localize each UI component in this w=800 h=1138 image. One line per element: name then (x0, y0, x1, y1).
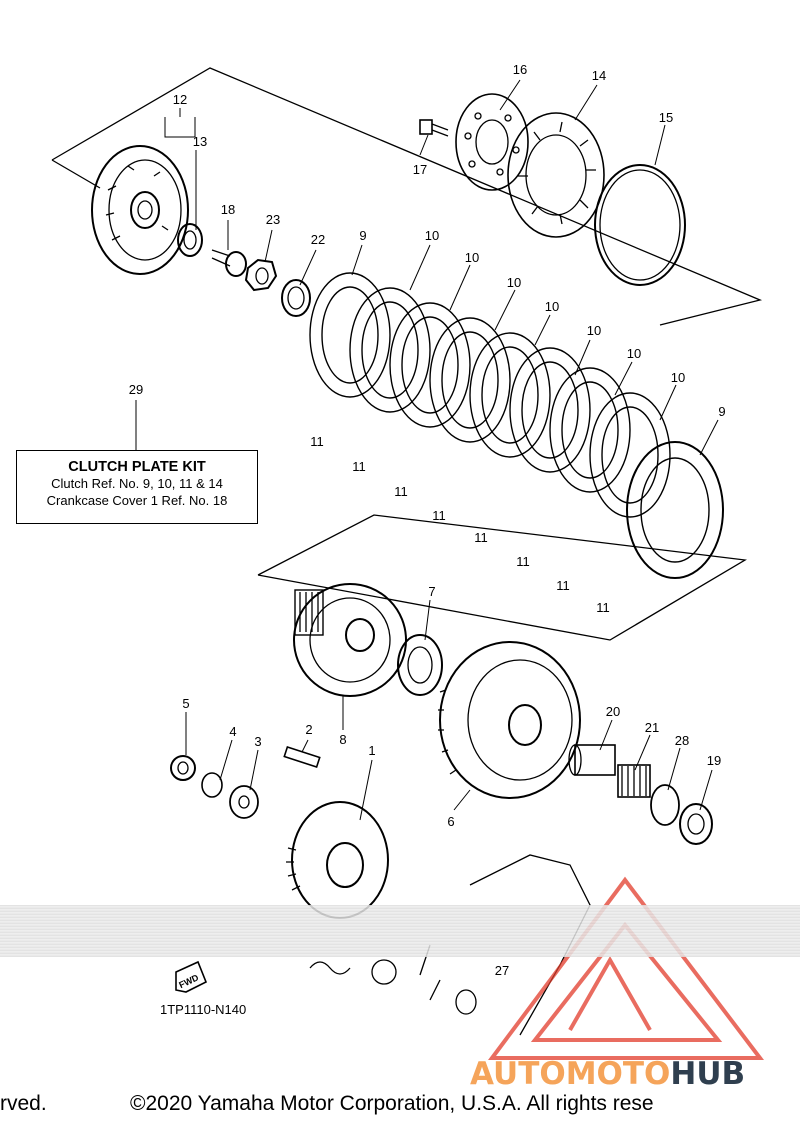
watermark-triangle (488, 876, 765, 1060)
sleeve-part-20 (568, 744, 616, 776)
primary-driven-gear-part-8 (293, 583, 407, 697)
mid-panel-outline (257, 514, 747, 641)
clutch-housing-part-6 (438, 641, 581, 799)
callout-22: 22 (311, 232, 325, 247)
callout-16: 16 (513, 62, 527, 77)
callout-10-b: 10 (465, 250, 479, 265)
callout-2: 2 (305, 722, 312, 737)
callout-8: 8 (339, 732, 346, 747)
footer-left-text: rved. (0, 1092, 47, 1115)
callout-14: 14 (592, 68, 606, 83)
callout-11-c: 11 (394, 484, 408, 499)
callout-15: 15 (659, 110, 673, 125)
callout-4: 4 (229, 724, 236, 739)
plate-part-16 (455, 93, 529, 191)
callout-29: 29 (129, 382, 143, 397)
washer-part-19 (679, 803, 713, 845)
lock-washer-part-4 (201, 772, 223, 798)
needle-bearing-part-21 (617, 764, 651, 798)
leader-lines (135, 79, 719, 821)
watermark-brand: AUTOMOTOHUB (470, 1056, 745, 1092)
plate-part-3 (229, 785, 259, 819)
clutch-boss-part-12 (91, 145, 189, 275)
callout-20: 20 (606, 704, 620, 719)
callout-27: 27 (495, 963, 509, 978)
callout-11-e: 11 (474, 530, 488, 545)
gear-part-28 (650, 784, 680, 826)
key-part-2 (283, 745, 321, 769)
footer-right-text: ©2020 Yamaha Motor Corporation, U.S.A. A… (130, 1092, 654, 1115)
bolt-part-17 (419, 119, 449, 137)
callout-11-b: 11 (352, 459, 366, 474)
callout-19: 19 (707, 753, 721, 768)
fwd-arrow-icon (175, 960, 208, 993)
nut-part-23 (244, 258, 278, 292)
pushrod-part-18 (211, 249, 247, 277)
scan-noise-band (0, 905, 800, 957)
brand-part-2: HUB (670, 1056, 746, 1092)
friction-plate-part-14 (507, 112, 605, 238)
callout-12: 12 (173, 92, 187, 107)
callout-10-d: 10 (545, 299, 559, 314)
callout-21: 21 (645, 720, 659, 735)
callout-23: 23 (266, 212, 280, 227)
ring-part-15 (594, 164, 686, 286)
fwd-label: FWD (177, 972, 200, 990)
diagram-code: 1TP1110-N140 (160, 1002, 247, 1017)
callout-28: 28 (675, 733, 689, 748)
callout-10-a: 10 (425, 228, 439, 243)
brand-part-1: AUTOMOTO (470, 1056, 671, 1092)
clutch-plate-kit-box: CLUTCH PLATE KIT Clutch Ref. No. 9, 10, … (16, 450, 258, 524)
callout-11-a: 11 (310, 434, 324, 449)
washer-part-22 (281, 279, 311, 317)
callout-9-top: 9 (359, 228, 366, 243)
callout-11-g: 11 (556, 578, 570, 593)
clutch-plate-stack (309, 272, 724, 579)
primary-drive-gear-part-1 (286, 801, 389, 919)
callout-10-g: 10 (671, 370, 685, 385)
kit-title: CLUTCH PLATE KIT (68, 459, 206, 475)
callout-10-c: 10 (507, 275, 521, 290)
bearing-part-13 (177, 223, 203, 257)
callout-7: 7 (428, 584, 435, 599)
top-panel-outline (51, 67, 763, 326)
callout-10-f: 10 (627, 346, 641, 361)
callout-11-h: 11 (596, 600, 610, 615)
nut-part-5 (170, 755, 196, 781)
callout-11-d: 11 (432, 508, 446, 523)
callout-10-e: 10 (587, 323, 601, 338)
callout-3: 3 (254, 734, 261, 749)
callout-13: 13 (193, 134, 207, 149)
kit-line-1: Clutch Ref. No. 9, 10, 11 & 14 (51, 476, 223, 491)
callout-18: 18 (221, 202, 235, 217)
callout-9-bottom: 9 (718, 404, 725, 419)
callout-11-f: 11 (516, 554, 530, 569)
copyright-footer: rved. ©2020 Yamaha Motor Corporation, U.… (0, 1092, 800, 1122)
spacer-part-7 (397, 634, 443, 696)
callout-17: 17 (413, 162, 427, 177)
callout-6: 6 (447, 814, 454, 829)
kit-line-2: Crankcase Cover 1 Ref. No. 18 (46, 493, 228, 508)
callout-5: 5 (182, 696, 189, 711)
callout-1: 1 (368, 743, 375, 758)
